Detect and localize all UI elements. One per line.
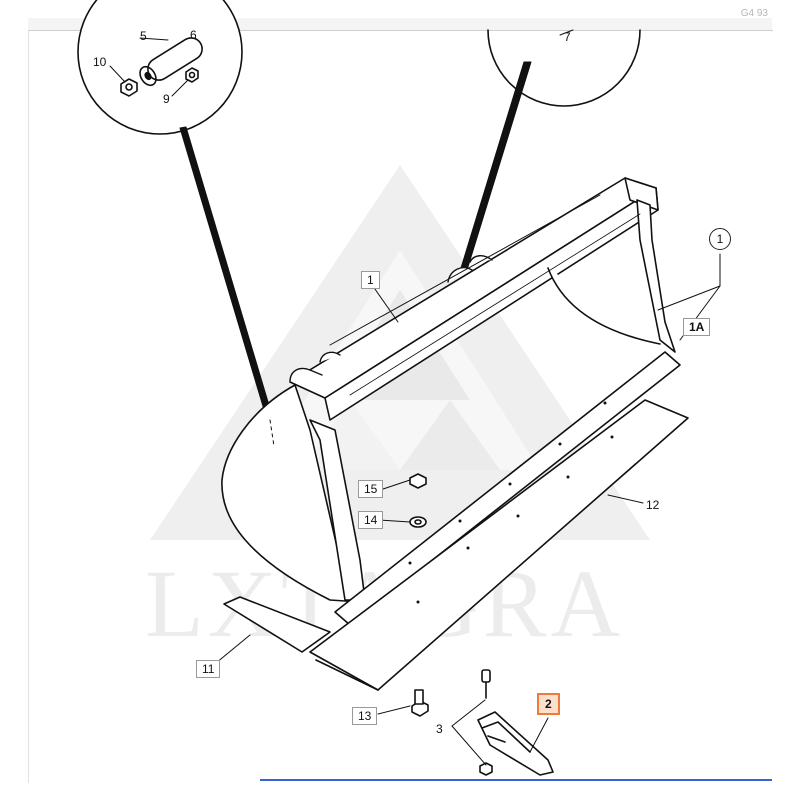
callout-14: 14 <box>358 511 384 529</box>
bolt-13 <box>411 689 429 717</box>
tooth-bolt-nut <box>479 669 493 776</box>
callout-13: 13 <box>352 707 378 725</box>
corner-text: G4 93 <box>740 8 768 19</box>
bolt-holes <box>408 401 614 604</box>
pin-detail <box>109 37 203 97</box>
callout-7: 7 <box>564 30 571 44</box>
callout-10: 10 <box>93 55 107 69</box>
callout-12: 12 <box>646 498 660 512</box>
bucket-tooth <box>477 711 554 776</box>
callout-5: 5 <box>140 29 147 43</box>
callout-6: 6 <box>190 28 197 42</box>
nut-washer <box>409 473 427 528</box>
callout-15: 15 <box>358 480 384 498</box>
callout-11: 11 <box>196 660 221 678</box>
callout-1: 1 <box>361 271 380 289</box>
callout-1-circled: 1 <box>709 228 731 250</box>
callout-1a: 1A <box>683 318 711 336</box>
bottom-accent-line <box>260 779 772 781</box>
callout-2-highlighted[interactable]: 2 <box>537 693 560 715</box>
link-detail-circle <box>487 29 641 107</box>
diagram-frame <box>28 30 773 783</box>
callout-9: 9 <box>163 92 170 106</box>
callout-3: 3 <box>436 722 443 736</box>
bucket-body <box>221 177 689 691</box>
pin-leader <box>179 126 272 414</box>
